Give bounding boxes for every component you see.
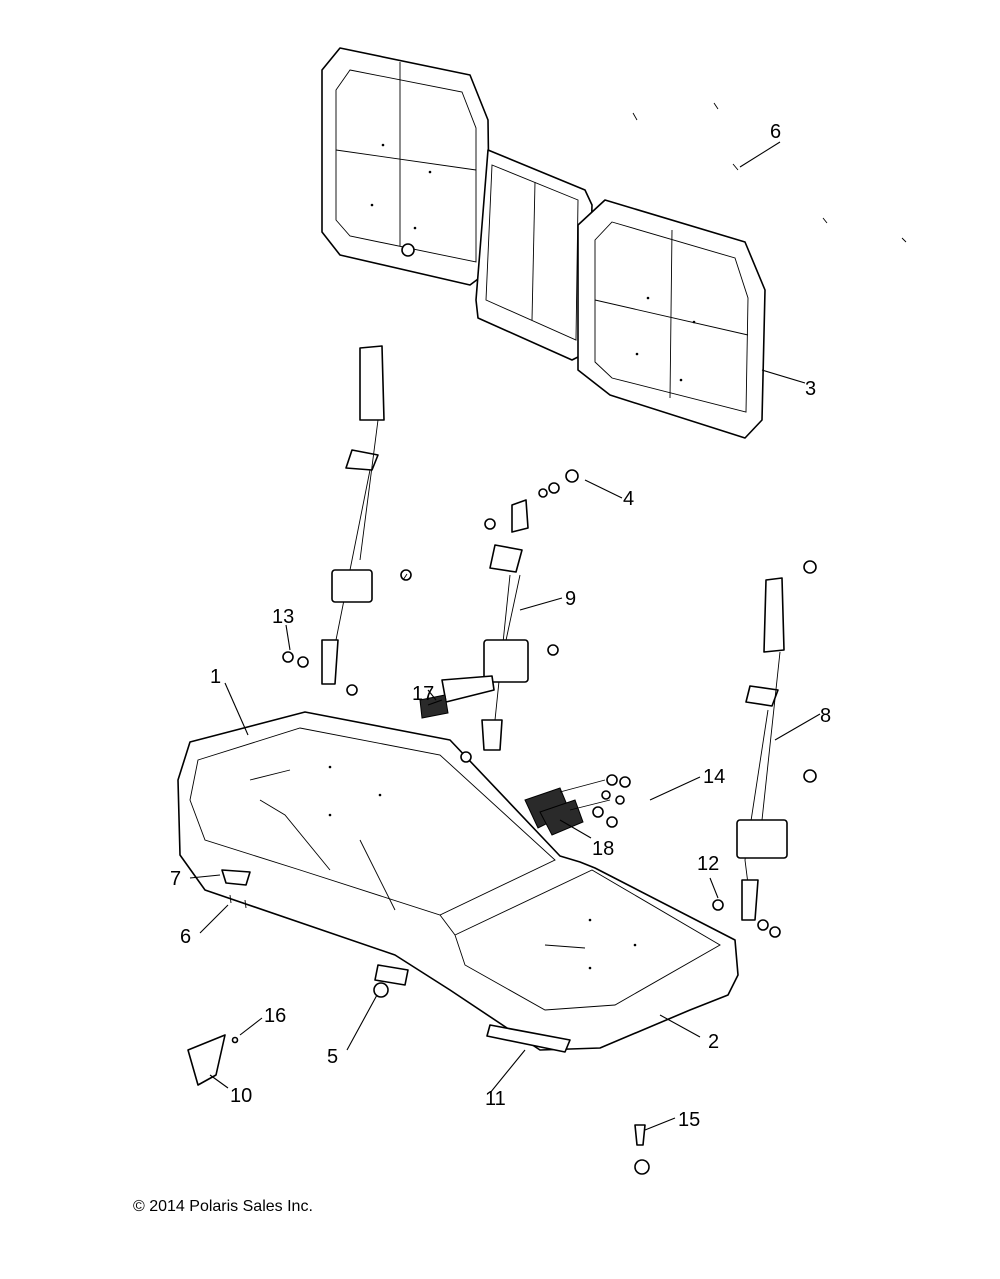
callout-16: 16 xyxy=(264,1005,286,1027)
callout-7: 7 xyxy=(170,868,181,890)
callout-5: 5 xyxy=(327,1046,338,1068)
callouts: 6 3 4 9 13 1 17 8 14 18 12 7 6 2 16 5 10… xyxy=(170,121,831,1131)
seat-back xyxy=(321,47,766,439)
callout-6-top: 6 xyxy=(770,121,781,143)
callout-13: 13 xyxy=(272,606,294,628)
callout-3: 3 xyxy=(805,378,816,400)
callout-6-bottom: 6 xyxy=(180,926,191,948)
callout-9: 9 xyxy=(565,588,576,610)
seat-belt-center xyxy=(441,499,529,751)
callout-11: 11 xyxy=(485,1088,506,1110)
seat-base xyxy=(177,711,739,1051)
copyright-notice: © 2014 Polaris Sales Inc. xyxy=(133,1198,313,1215)
callout-2: 2 xyxy=(708,1031,719,1053)
seat-belt-left xyxy=(321,345,385,685)
callout-1: 1 xyxy=(210,666,221,688)
callout-10: 10 xyxy=(230,1085,252,1107)
callout-8: 8 xyxy=(820,705,831,727)
hardware xyxy=(187,102,907,1175)
callout-4: 4 xyxy=(623,488,634,510)
buckles xyxy=(419,694,611,836)
seat-belt-right xyxy=(736,577,788,921)
callout-12: 12 xyxy=(697,853,719,875)
callout-18: 18 xyxy=(592,838,614,860)
callout-14: 14 xyxy=(703,766,725,788)
leader-lines xyxy=(189,141,821,1131)
callout-15: 15 xyxy=(678,1109,700,1131)
callout-17: 17 xyxy=(412,683,434,705)
